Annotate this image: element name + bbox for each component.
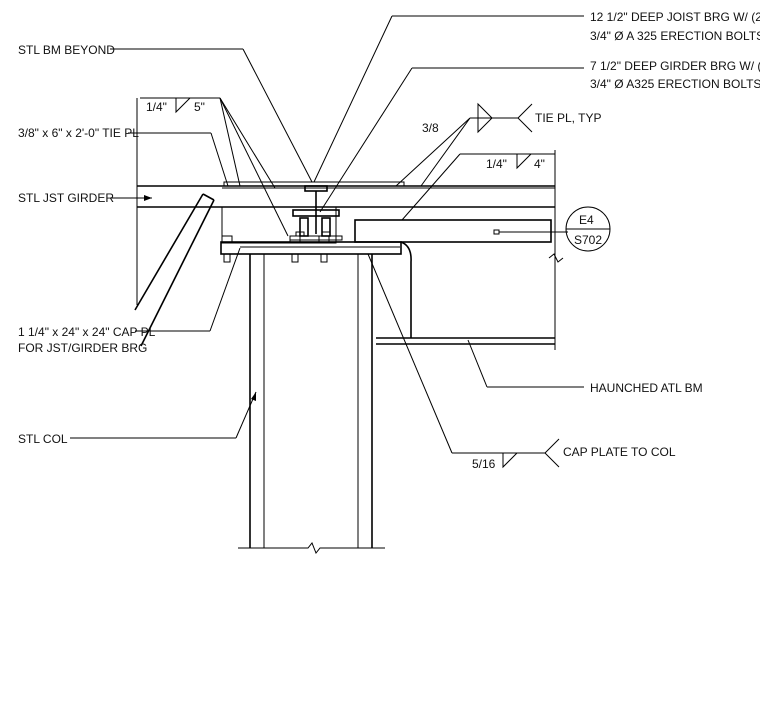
callout-detail: E4 <box>579 213 594 227</box>
label-stl-bm-beyond: STL BM BEYOND <box>18 43 115 57</box>
label-tie-pl: 3/8" x 6" x 2'-0" TIE PL <box>18 126 139 140</box>
joist-girder <box>134 98 222 347</box>
weld-2-size: 3/8 <box>422 121 439 135</box>
right-leaders <box>313 15 611 388</box>
label-joist-brg-line-1: 12 1/2" DEEP JOIST BRG W/ (2) <box>590 10 760 24</box>
weld-symbol-3: 1/4" 4" <box>401 153 555 221</box>
erection-bolts <box>221 231 331 263</box>
weld-symbol-2: 3/8 <box>395 102 533 187</box>
bearing-shoes <box>289 185 343 241</box>
label-stl-col: STL COL <box>18 432 68 446</box>
weld-1-length: 5" <box>194 100 205 114</box>
callout-sheet: S702 <box>574 233 602 247</box>
left-leaders <box>70 48 313 439</box>
weld-3-length: 4" <box>534 157 545 171</box>
haunched-beam <box>354 219 555 345</box>
label-girder-brg-line-1: 7 1/2" DEEP GIRDER BRG W/ (2) <box>590 59 760 73</box>
cap-plate <box>220 241 402 255</box>
top-beam <box>221 150 564 350</box>
label-cap-pl-line-1: 1 1/4" x 24" x 24" CAP PL <box>18 325 156 339</box>
weld-3-size: 1/4" <box>486 157 507 171</box>
label-joist-brg-line-2: 3/4" Ø A 325 ERECTION BOLTS <box>590 29 760 43</box>
label-cap-plate-to-col: CAP PLATE TO COL <box>563 445 676 459</box>
weld-1-size: 1/4" <box>146 100 167 114</box>
label-tie-pl-typ: TIE PL, TYP <box>535 111 601 125</box>
annotations: STL BM BEYOND 3/8" x 6" x 2'-0" TIE PL S… <box>18 10 760 459</box>
label-girder-brg-line-2: 3/4" Ø A325 ERECTION BOLTS <box>590 77 760 91</box>
label-stl-jst-girder: STL JST GIRDER <box>18 191 114 205</box>
steel-column <box>238 254 385 554</box>
weld-symbol-1: 1/4" 5" <box>140 97 289 237</box>
label-cap-pl-line-2: FOR JST/GIRDER BRG <box>18 341 147 355</box>
weld-symbol-4: 5/16 <box>367 253 560 471</box>
label-haunched-atl-bm: HAUNCHED ATL BM <box>590 381 703 395</box>
weld-4-size: 5/16 <box>472 457 496 471</box>
